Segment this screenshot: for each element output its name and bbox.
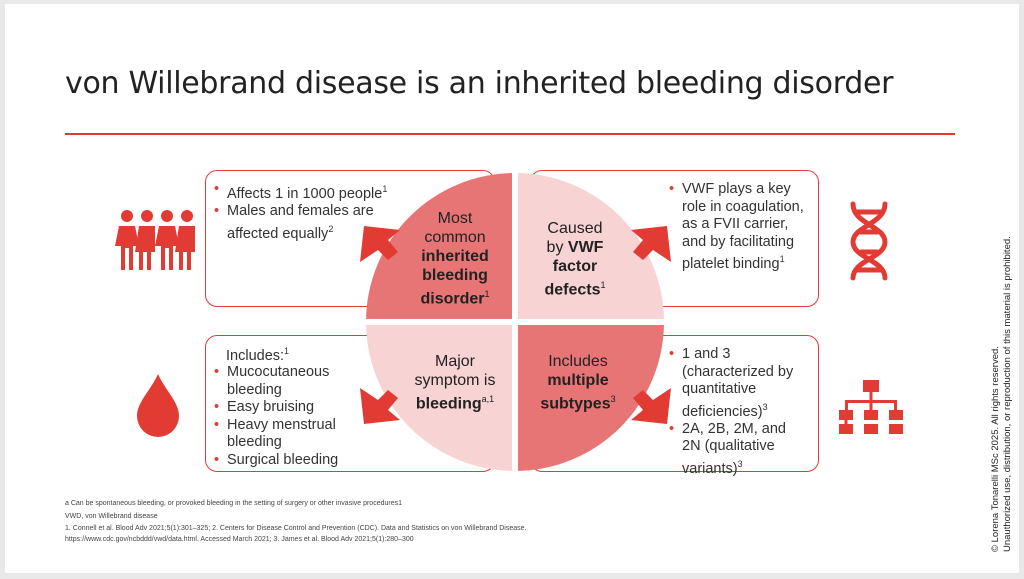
copyright-notice: © Lorena Tonarelli MSc 2025. All rights … xyxy=(990,236,1014,552)
q-bold: bleeding xyxy=(422,267,488,284)
heading-text: Includes: xyxy=(226,347,285,364)
q-line: Most xyxy=(437,210,473,227)
item-sup: 1 xyxy=(382,184,388,194)
box-bottom-left-heading: Includes:1 xyxy=(226,346,289,364)
footnote: https://www.cdc.gov/ncbddd/vwd/data.html… xyxy=(65,535,414,543)
list-item: Mucocutaneous bleeding xyxy=(214,364,364,399)
list-item: Easy bruising xyxy=(214,399,364,417)
list-item: 2A, 2B, 2M, and 2N (qualitative variants… xyxy=(669,421,807,478)
q-line: Includes xyxy=(548,353,608,370)
q-sup: a,1 xyxy=(481,394,495,404)
item-text: 1 and 3 (characterized by quantitative d… xyxy=(682,346,794,420)
arrow-bottom-right-icon xyxy=(631,388,671,424)
q-bold: multiple xyxy=(547,372,609,389)
footnotes: a Can be spontaneous bleeding, or provok… xyxy=(65,499,526,545)
q-line: Caused xyxy=(547,220,603,237)
heading-sup: 1 xyxy=(284,346,290,356)
copyright-line: Unauthorized use, distribution, or repro… xyxy=(1002,236,1013,552)
item-text: Males and females are affected equally xyxy=(227,203,374,242)
box-bottom-left-list: Mucocutaneous bleeding Easy bruising Hea… xyxy=(214,364,364,469)
footnote: a Can be spontaneous bleeding, or provok… xyxy=(65,500,402,507)
arrow-top-right-icon xyxy=(631,226,671,262)
list-item: 1 and 3 (characterized by quantitative d… xyxy=(669,346,807,421)
q-line: Major xyxy=(434,353,475,370)
list-item: Surgical bleeding xyxy=(214,452,364,470)
q-bold: subtypes xyxy=(540,395,611,413)
arrow-top-left-icon xyxy=(360,226,400,262)
q-sup: 1 xyxy=(600,280,606,290)
q-bold: bleeding xyxy=(415,395,482,413)
q-sup: 3 xyxy=(610,394,616,404)
q-bold: defects xyxy=(544,281,601,299)
quadrant-bottom-left-text: Major symptom is bleedinga,1 xyxy=(400,352,510,413)
q-bold: disorder xyxy=(420,290,485,308)
q-line: by xyxy=(546,239,568,256)
list-item: Heavy menstrual bleeding xyxy=(214,417,364,452)
people-icon xyxy=(115,210,195,270)
copyright-line: © Lorena Tonarelli MSc 2025. All rights … xyxy=(990,346,1001,552)
item-sup: 3 xyxy=(737,458,743,469)
blood-drop-icon xyxy=(137,374,179,437)
q-bold: inherited xyxy=(421,248,489,265)
hierarchy-icon xyxy=(839,380,903,434)
dna-icon xyxy=(850,201,888,281)
quadrant-top-right-text: Caused by VWF factor defects1 xyxy=(525,219,625,299)
q-bold: VWF xyxy=(567,239,604,256)
list-item: Affects 1 in 1000 people1 xyxy=(214,181,394,203)
arrow-bottom-left-icon xyxy=(360,388,400,424)
box-top-left-list: Affects 1 in 1000 people1 Males and fema… xyxy=(214,181,394,243)
quadrant-top-left-text: Most common inherited bleeding disorder1 xyxy=(400,209,510,308)
title-divider xyxy=(65,133,955,135)
box-top-right-list: VWF plays a key role in coagulation, as … xyxy=(669,181,814,273)
item-sup: 1 xyxy=(779,254,785,264)
item-sup: 2 xyxy=(328,223,334,234)
q-line: common xyxy=(424,229,486,246)
item-text: Affects 1 in 1000 people xyxy=(227,185,383,202)
slide-title: von Willebrand disease is an inherited b… xyxy=(65,66,894,101)
slide: von Willebrand disease is an inherited b… xyxy=(5,4,1019,573)
list-item: VWF plays a key role in coagulation, as … xyxy=(669,181,814,273)
q-line: symptom is xyxy=(414,372,496,389)
item-text: 2A, 2B, 2M, and 2N (qualitative variants… xyxy=(682,420,786,477)
list-item: Males and females are affected equally2 xyxy=(214,203,394,243)
footnote: 1. Connell et al. Blood Adv 2021;5(1):30… xyxy=(65,525,527,532)
q-bold: factor xyxy=(552,258,598,275)
quadrant-bottom-right-text: Includes multiple subtypes3 xyxy=(523,352,633,413)
footnote: VWD, von Willebrand disease xyxy=(65,512,158,520)
box-bottom-right-list: 1 and 3 (characterized by quantitative d… xyxy=(669,346,807,478)
item-sup: 3 xyxy=(762,401,768,412)
item-text: VWF plays a key role in coagulation, as … xyxy=(682,181,804,272)
q-sup: 1 xyxy=(484,289,490,299)
